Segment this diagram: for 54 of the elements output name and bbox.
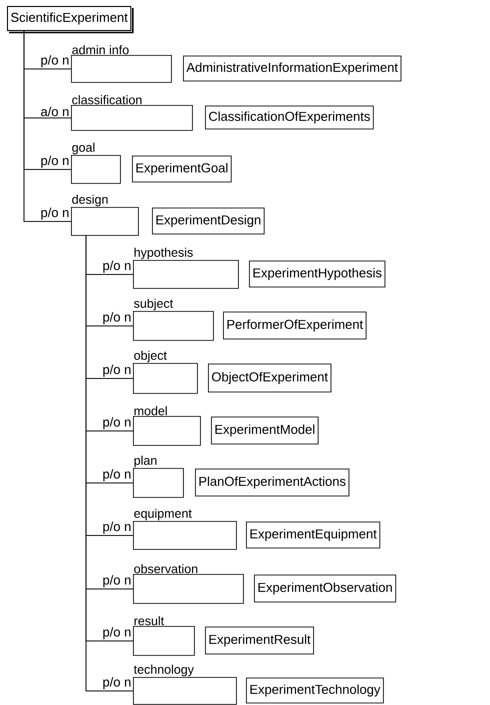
edge-label: a/o n bbox=[40, 106, 70, 117]
node-label: classification bbox=[72, 95, 142, 104]
class-box: PlanOfExperimentActions bbox=[195, 468, 350, 496]
slot-box: admin info bbox=[71, 45, 172, 83]
slot-box: object bbox=[133, 350, 198, 394]
class-box: ObjectOfExperiment bbox=[208, 364, 332, 392]
edge-label: p/o n bbox=[40, 54, 70, 68]
node-label: object bbox=[134, 350, 167, 362]
edge-label: p/o n bbox=[102, 260, 132, 274]
edge-label: p/o n bbox=[102, 626, 132, 640]
tree-connector bbox=[24, 30, 72, 222]
class-box: ClassificationOfExperiments bbox=[205, 106, 374, 130]
slot-box: subject bbox=[133, 298, 214, 341]
slot-box: goal bbox=[71, 142, 121, 184]
node-label: design bbox=[72, 194, 108, 206]
class-box: AdministrativeInformationExperiment bbox=[183, 56, 402, 82]
edge-label: p/o n bbox=[102, 416, 132, 430]
slot-box: classification bbox=[71, 95, 193, 131]
edge-label: p/o n bbox=[40, 155, 70, 168]
node-label: subject bbox=[134, 298, 174, 310]
edge-label: p/o n bbox=[102, 521, 132, 534]
edge-label: p/o n bbox=[102, 574, 132, 588]
node-label: plan bbox=[134, 456, 156, 468]
class-box: ExperimentDesign bbox=[152, 208, 265, 234]
slot-box: equipment bbox=[133, 508, 237, 550]
node-label: technology bbox=[134, 664, 194, 676]
class-box: ExperimentGoal bbox=[132, 156, 232, 182]
node-label: admin info bbox=[72, 45, 129, 54]
class-box: ExperimentResult bbox=[205, 626, 314, 654]
slot-box: plan bbox=[133, 456, 184, 498]
class-box: ExperimentModel bbox=[211, 416, 319, 444]
class-box: ScientificExperiment bbox=[7, 6, 134, 34]
node-label: model bbox=[134, 406, 167, 416]
class-box: ExperimentHypothesis bbox=[249, 260, 386, 288]
class-box: ExperimentEquipment bbox=[246, 522, 380, 548]
node-label: equipment bbox=[134, 508, 192, 520]
slot-box: model bbox=[133, 406, 201, 446]
node-label: observation bbox=[134, 564, 198, 574]
edge-label: p/o n bbox=[102, 676, 132, 690]
edge-label: p/o n bbox=[40, 207, 70, 220]
slot-box: hypothesis bbox=[133, 248, 239, 289]
class-box: PerformerOfExperiment bbox=[223, 312, 367, 340]
slot-box: observation bbox=[133, 564, 244, 604]
node-label: hypothesis bbox=[134, 248, 193, 260]
edge-label: p/o n bbox=[102, 364, 132, 378]
edge-label: p/o n bbox=[102, 468, 132, 482]
edge-label: p/o n bbox=[102, 312, 132, 325]
node-label: goal bbox=[72, 142, 94, 154]
node-label: result bbox=[134, 616, 164, 626]
slot-box: result bbox=[133, 616, 195, 656]
slot-box: design bbox=[71, 194, 139, 236]
slot-box: technology bbox=[133, 664, 237, 705]
class-box: ExperimentObservation bbox=[254, 574, 396, 602]
class-box: ExperimentTechnology bbox=[246, 678, 384, 704]
